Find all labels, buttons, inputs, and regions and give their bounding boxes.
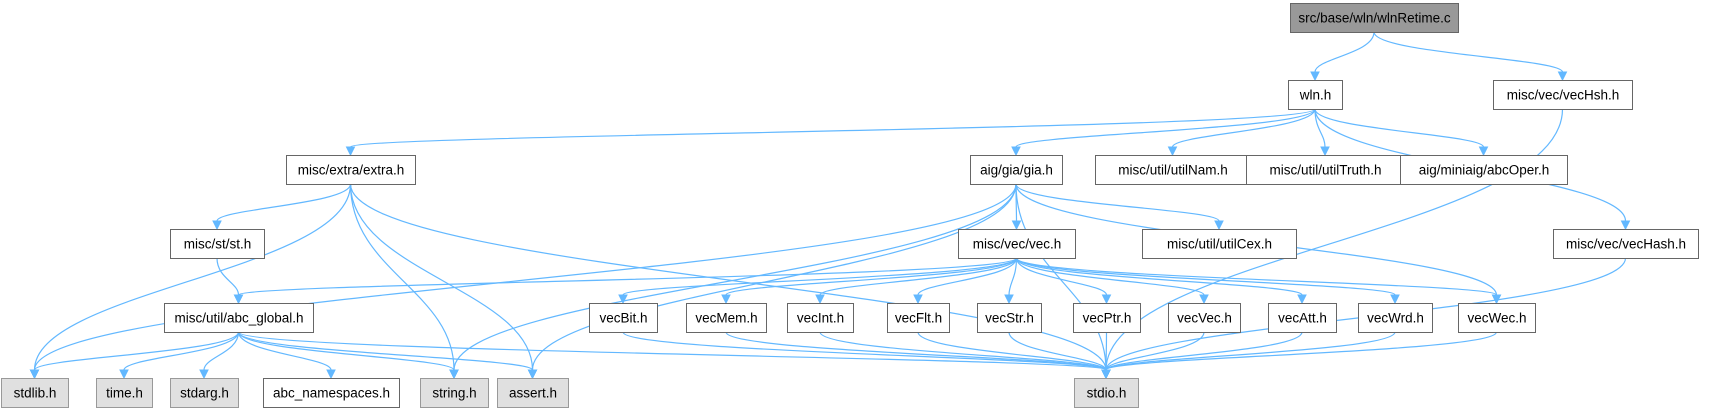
node-misc-util-utiltruth-h[interactable]: misc/util/utilTruth.h: [1246, 155, 1405, 185]
node-label: wln.h: [1299, 88, 1332, 103]
node-label: aig/gia/gia.h: [980, 163, 1053, 178]
edge-gia-to-stdio: [1015, 183, 1111, 380]
edge-extra-to-string: [349, 183, 459, 380]
node-label: vecMem.h: [695, 311, 757, 326]
node-label: misc/vec/vec.h: [973, 237, 1062, 252]
edge-vec-to-abcglobal: [233, 257, 1018, 305]
edge-vec-to-vecStr: [1004, 257, 1018, 305]
node-label: vecVec.h: [1177, 311, 1232, 326]
node-misc-util-utilnam-h[interactable]: misc/util/utilNam.h: [1095, 155, 1251, 185]
node-label: vecFlt.h: [895, 311, 942, 326]
node-stdarg-h[interactable]: stdarg.h: [170, 378, 239, 408]
edge-vec-to-vecVec: [1015, 257, 1209, 305]
edge-vec-to-vecInt: [815, 257, 1018, 305]
node-assert-h[interactable]: assert.h: [497, 378, 569, 408]
node-label: vecBit.h: [599, 311, 647, 326]
node-misc-vec-vec-h[interactable]: misc/vec/vec.h: [958, 229, 1076, 259]
edge-abcglobal-to-time: [119, 331, 240, 380]
edge-abcglobal-to-abcns: [237, 331, 336, 380]
edge-root-to-wln: [1310, 31, 1375, 82]
node-label: vecAtt.h: [1278, 311, 1327, 326]
node-misc-st-st-h[interactable]: misc/st/st.h: [170, 229, 265, 259]
node-abc-namespaces-h[interactable]: abc_namespaces.h: [263, 378, 400, 408]
node-label: misc/util/utilTruth.h: [1269, 163, 1381, 178]
edge-vec-to-vecBit: [618, 257, 1018, 305]
edge-root-to-vecHsh: [1373, 31, 1568, 82]
node-vecint-h[interactable]: vecInt.h: [787, 303, 854, 333]
node-label: abc_namespaces.h: [273, 386, 390, 401]
node-misc-util-abc-global-h[interactable]: misc/util/abc_global.h: [164, 303, 314, 333]
edge-vec-to-vecAtt: [1015, 257, 1307, 305]
node-wln-h[interactable]: wln.h: [1288, 80, 1343, 110]
node-time-h[interactable]: time.h: [96, 378, 153, 408]
edge-vecMem-to-stdio: [725, 331, 1111, 380]
edge-abcglobal-to-string: [237, 331, 459, 380]
node-vecwrd-h[interactable]: vecWrd.h: [1358, 303, 1433, 333]
node-stdlib-h[interactable]: stdlib.h: [1, 378, 69, 408]
node-label: stdlib.h: [14, 386, 57, 401]
edge-wln-to-extra: [345, 108, 1316, 157]
edge-abcglobal-to-stdarg: [199, 331, 240, 380]
nodes-layer: src/base/wln/wlnRetime.c wln.h misc/vec/ve…: [1, 3, 1699, 408]
edge-wln-to-abcOper: [1314, 108, 1489, 157]
node-vecflt-h[interactable]: vecFlt.h: [887, 303, 950, 333]
edge-vec-to-vecFlt: [913, 257, 1018, 305]
node-label: vecInt.h: [797, 311, 844, 326]
node-vecbit-h[interactable]: vecBit.h: [589, 303, 658, 333]
edge-wln-to-utilNam: [1167, 108, 1316, 157]
node-misc-extra-extra-h[interactable]: misc/extra/extra.h: [286, 155, 416, 185]
node-label: misc/util/utilNam.h: [1118, 163, 1228, 178]
node-label: misc/vec/vecHsh.h: [1507, 88, 1620, 103]
edge-vecVec-to-stdio: [1101, 331, 1205, 380]
node-label: time.h: [106, 386, 143, 401]
edge-vecWec-to-stdio: [1101, 331, 1498, 380]
node-misc-util-utilcex-h[interactable]: misc/util/utilCex.h: [1142, 229, 1297, 259]
edge-abcglobal-to-stdlib: [29, 331, 240, 380]
node-label: vecWrd.h: [1367, 311, 1424, 326]
node-vecstr-h[interactable]: vecStr.h: [977, 303, 1042, 333]
node-label: misc/st/st.h: [184, 237, 252, 252]
edge-vecInt-to-stdio: [819, 331, 1111, 380]
edge-vecWrd-to-stdio: [1101, 331, 1396, 380]
node-label: misc/vec/vecHash.h: [1566, 237, 1686, 252]
node-label: vecStr.h: [985, 311, 1034, 326]
edge-vec-to-vecWrd: [1015, 257, 1400, 305]
node-src-base-wln-wlnretime-c: src/base/wln/wlnRetime.c: [1290, 3, 1459, 33]
node-aig-miniaig-abcoper-h[interactable]: aig/miniaig/abcOper.h: [1400, 155, 1568, 185]
edge-abcglobal-to-assert: [237, 331, 538, 380]
edge-wln-to-gia: [1011, 108, 1316, 157]
node-misc-vec-vechsh-h[interactable]: misc/vec/vecHsh.h: [1493, 80, 1633, 110]
node-label: vecWec.h: [1467, 311, 1526, 326]
node-vecptr-h[interactable]: vecPtr.h: [1073, 303, 1141, 333]
edge-extra-to-assert: [349, 183, 538, 380]
node-stdio-h[interactable]: stdio.h: [1074, 378, 1139, 408]
node-label: misc/util/utilCex.h: [1167, 237, 1272, 252]
edge-vec-to-vecMem: [721, 257, 1018, 305]
node-label: src/base/wln/wlnRetime.c: [1298, 11, 1451, 26]
edge-vec-to-vecPtr: [1015, 257, 1112, 305]
edge-vec-to-vecWec: [1015, 257, 1502, 305]
node-label: stdio.h: [1087, 386, 1127, 401]
edges-layer: [29, 31, 1631, 380]
node-vecwec-h[interactable]: vecWec.h: [1458, 303, 1536, 333]
node-label: assert.h: [509, 386, 557, 401]
node-vecatt-h[interactable]: vecAtt.h: [1268, 303, 1337, 333]
node-vecmem-h[interactable]: vecMem.h: [686, 303, 767, 333]
edge-vecFlt-to-stdio: [917, 331, 1111, 380]
node-label: string.h: [432, 386, 476, 401]
node-vecvec-h[interactable]: vecVec.h: [1168, 303, 1241, 333]
node-label: vecPtr.h: [1083, 311, 1132, 326]
edge-extra-to-st: [212, 183, 352, 231]
node-misc-vec-vechash-h[interactable]: misc/vec/vecHash.h: [1553, 229, 1699, 259]
node-label: misc/util/abc_global.h: [174, 311, 303, 326]
edge-gia-to-assert: [527, 183, 1017, 380]
node-label: aig/miniaig/abcOper.h: [1419, 163, 1550, 178]
node-label: misc/extra/extra.h: [298, 163, 405, 178]
node-string-h[interactable]: string.h: [420, 378, 489, 408]
edge-gia-to-utilCex: [1015, 183, 1224, 231]
node-label: stdarg.h: [180, 386, 229, 401]
node-aig-gia-gia-h[interactable]: aig/gia/gia.h: [970, 155, 1063, 185]
